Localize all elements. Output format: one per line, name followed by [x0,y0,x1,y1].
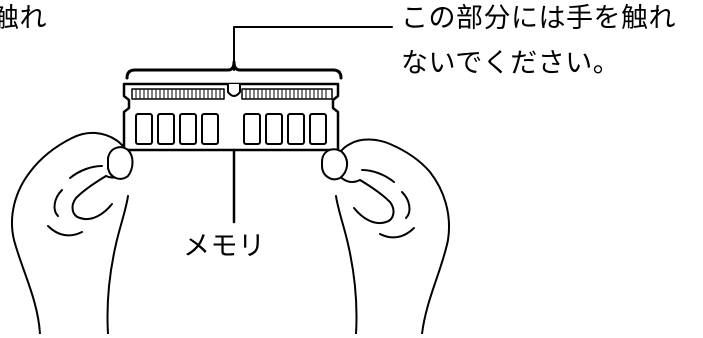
chip-7 [287,113,305,145]
contact-strip-left [131,88,225,100]
memory-label: メモリ [183,231,266,262]
chip-8 [309,113,327,145]
chip-2 [157,113,175,145]
contact-strip-right [241,88,333,100]
memory-module [122,82,340,152]
cutoff-label: 触れ [0,3,47,34]
contact-teeth [135,89,327,99]
right-hand [334,138,450,335]
left-hand [10,132,129,335]
chip-4 [201,113,219,145]
chip-5 [243,113,261,145]
left-thumb [107,146,134,180]
contact-bracket [125,60,343,80]
chip-1 [135,113,153,145]
thumbs [107,146,348,181]
callout-leader-top [233,26,393,71]
warning-label-line1: この部分には手を触れ [401,3,676,34]
memory-chips [135,113,327,145]
right-thumb [321,148,348,181]
chip-3 [179,113,197,145]
warning-label-line2: ないでください。 [401,48,621,79]
key-notch [227,83,241,97]
chip-6 [265,113,283,145]
